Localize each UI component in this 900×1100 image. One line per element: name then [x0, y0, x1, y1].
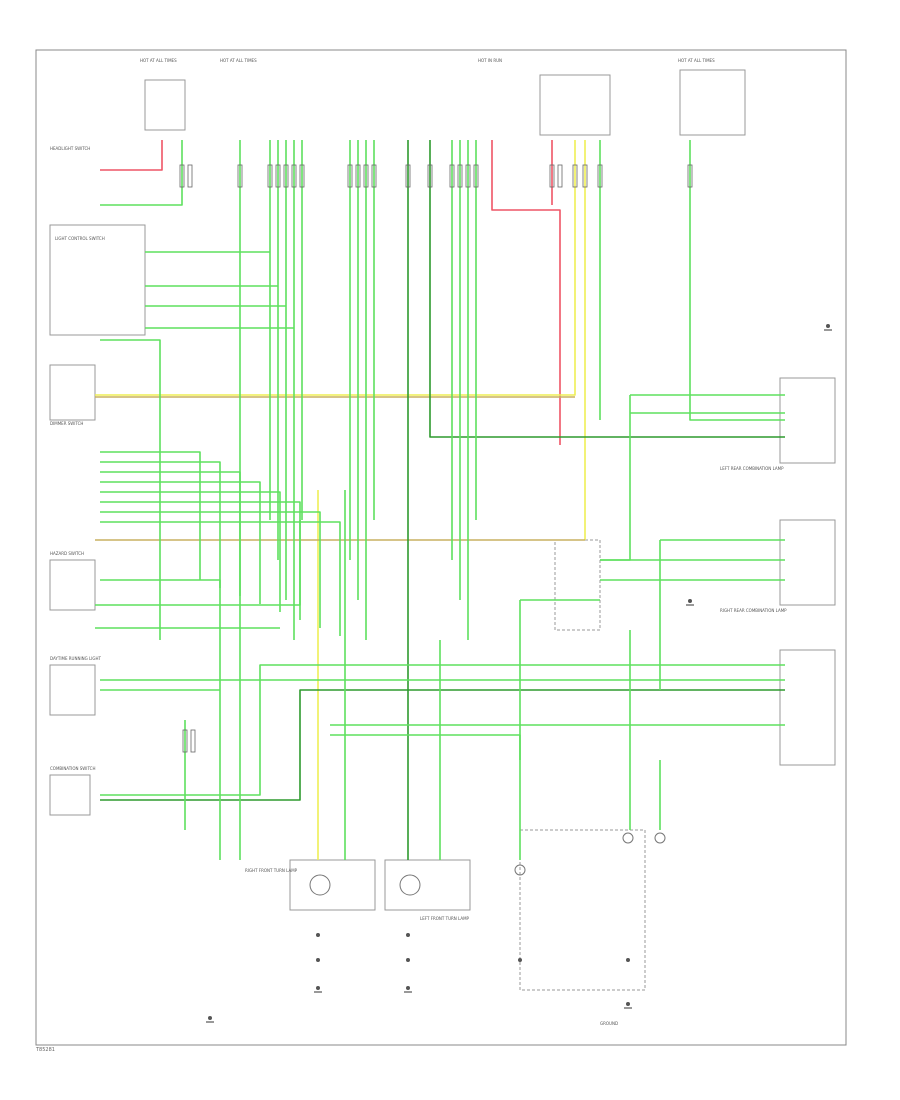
connector-top-10	[363, 164, 369, 188]
wire-darkgreen-left-rear	[429, 140, 785, 438]
splice-5	[518, 958, 522, 962]
wire-green-dimmer-1	[100, 461, 221, 588]
fuse-block-left	[144, 79, 186, 131]
wire-green-hazard-3	[100, 579, 221, 860]
splice-1	[406, 933, 410, 937]
connector-top-9	[355, 164, 361, 188]
ground-dot-2	[406, 986, 410, 990]
fuse-relay-box	[539, 74, 611, 136]
wire-green-dimmer-0	[100, 451, 201, 580]
right-front-turn-lamp-box	[289, 859, 376, 911]
left-front-turn-lamp-bulb	[399, 874, 421, 896]
wire-green-combination-2	[100, 664, 785, 796]
ground-dot-0	[208, 1016, 212, 1020]
connector-top-4	[275, 164, 281, 188]
connector-top-15	[457, 164, 463, 188]
left-front-turn-lamp-box	[384, 859, 471, 911]
side-marker-bulb-1	[514, 864, 526, 876]
hazard-switch-box	[49, 559, 96, 611]
connector-top-13	[427, 164, 433, 188]
wire-yellow-dimmer	[95, 140, 576, 396]
lower-lamp-group-box	[519, 829, 646, 991]
connector-top-17	[473, 164, 479, 188]
dimmer-switch-box	[49, 364, 96, 421]
connector-top-16	[465, 164, 471, 188]
daytime-running-light-box	[49, 664, 96, 716]
side-marker-bulb-2	[622, 832, 634, 844]
label-hot-all-times-3: HOT AT ALL TIMES	[678, 58, 715, 63]
wire-darkgreen-combination	[100, 689, 785, 801]
wire-green-dimmer-7	[100, 521, 341, 636]
connector-top-19	[557, 164, 563, 188]
ground-dot-3	[626, 1002, 630, 1006]
flasher-connector-box	[554, 539, 601, 631]
wire-green-hazard-1	[95, 520, 301, 606]
splice-2	[316, 958, 320, 962]
connector-top-0	[179, 164, 185, 188]
connector-top-2	[237, 164, 243, 188]
wire-green-ls-ground	[100, 339, 161, 640]
label-left-rear-combination-lamp: LEFT REAR COMBINATION LAMP	[720, 466, 784, 471]
wire-green-dimmer-2	[100, 471, 241, 596]
wire-red-center	[491, 140, 561, 445]
label-ground: GROUND	[600, 1021, 618, 1026]
wire-green-tail-2	[330, 734, 521, 860]
right-rear-combination-lamp-box	[779, 519, 836, 606]
ground-dot-1	[316, 986, 320, 990]
connector-top-3	[267, 164, 273, 188]
connector-top-1	[187, 164, 193, 188]
ground-dot-5	[688, 599, 692, 603]
label-headlight-switch: HEADLIGHT SWITCH	[50, 146, 90, 151]
combination-switch-box	[49, 774, 91, 816]
splice-4	[626, 958, 630, 962]
connector-top-12	[405, 164, 411, 188]
diagram-frame	[35, 49, 847, 1046]
connector-top-8	[347, 164, 353, 188]
label-light-control-switch: LIGHT CONTROL SWITCH	[55, 236, 105, 241]
rear-lamp-box	[779, 649, 836, 766]
wire-green-relay	[689, 140, 785, 421]
connector-top-18	[549, 164, 555, 188]
connector-top-21	[582, 164, 588, 188]
wire-green-dimmer-6	[100, 511, 321, 628]
label-hot-all-times-1: HOT AT ALL TIMES	[140, 58, 177, 63]
connector-top-23	[687, 164, 693, 188]
left-rear-combination-lamp-box	[779, 377, 836, 464]
light-control-switch-box	[49, 224, 146, 336]
label-dimmer-switch: DIMMER SWITCH	[50, 421, 83, 426]
connector-combination-1	[190, 729, 196, 753]
connector-top-7	[299, 164, 305, 188]
label-right-front-turn-lamp: RIGHT FRONT TURN LAMP	[245, 868, 298, 873]
label-hot-run: HOT IN RUN	[478, 58, 502, 63]
label-hot-all-times-2: HOT AT ALL TIMES	[220, 58, 257, 63]
connector-top-11	[371, 164, 377, 188]
diagram-code: T85281	[36, 1047, 55, 1053]
headlight-relay-box	[679, 69, 746, 136]
connector-top-14	[449, 164, 455, 188]
splice-0	[316, 933, 320, 937]
wire-green-lr-2	[600, 395, 631, 561]
label-combination-switch: COMBINATION SWITCH	[50, 766, 95, 771]
connector-combination-0	[182, 729, 188, 753]
label-daytime-running-light: DAYTIME RUNNING LIGHT	[50, 656, 102, 661]
ground-dot-4	[826, 324, 830, 328]
connector-top-6	[291, 164, 297, 188]
connector-top-20	[572, 164, 578, 188]
right-front-turn-lamp-bulb	[309, 874, 331, 896]
connector-top-22	[597, 164, 603, 188]
wire-green-dimmer-4	[100, 491, 281, 612]
splice-3	[406, 958, 410, 962]
wire-green-dimmer-3	[100, 481, 261, 604]
label-hazard-switch: HAZARD SWITCH	[50, 551, 84, 556]
connector-top-5	[283, 164, 289, 188]
label-left-front-turn-lamp: LEFT FRONT TURN LAMP	[420, 916, 470, 921]
side-marker-bulb-3	[654, 832, 666, 844]
label-right-rear-combination-lamp: RIGHT REAR COMBINATION LAMP	[720, 608, 787, 613]
wire-green-headlight	[100, 140, 183, 206]
wire-red-top-left	[100, 140, 163, 171]
